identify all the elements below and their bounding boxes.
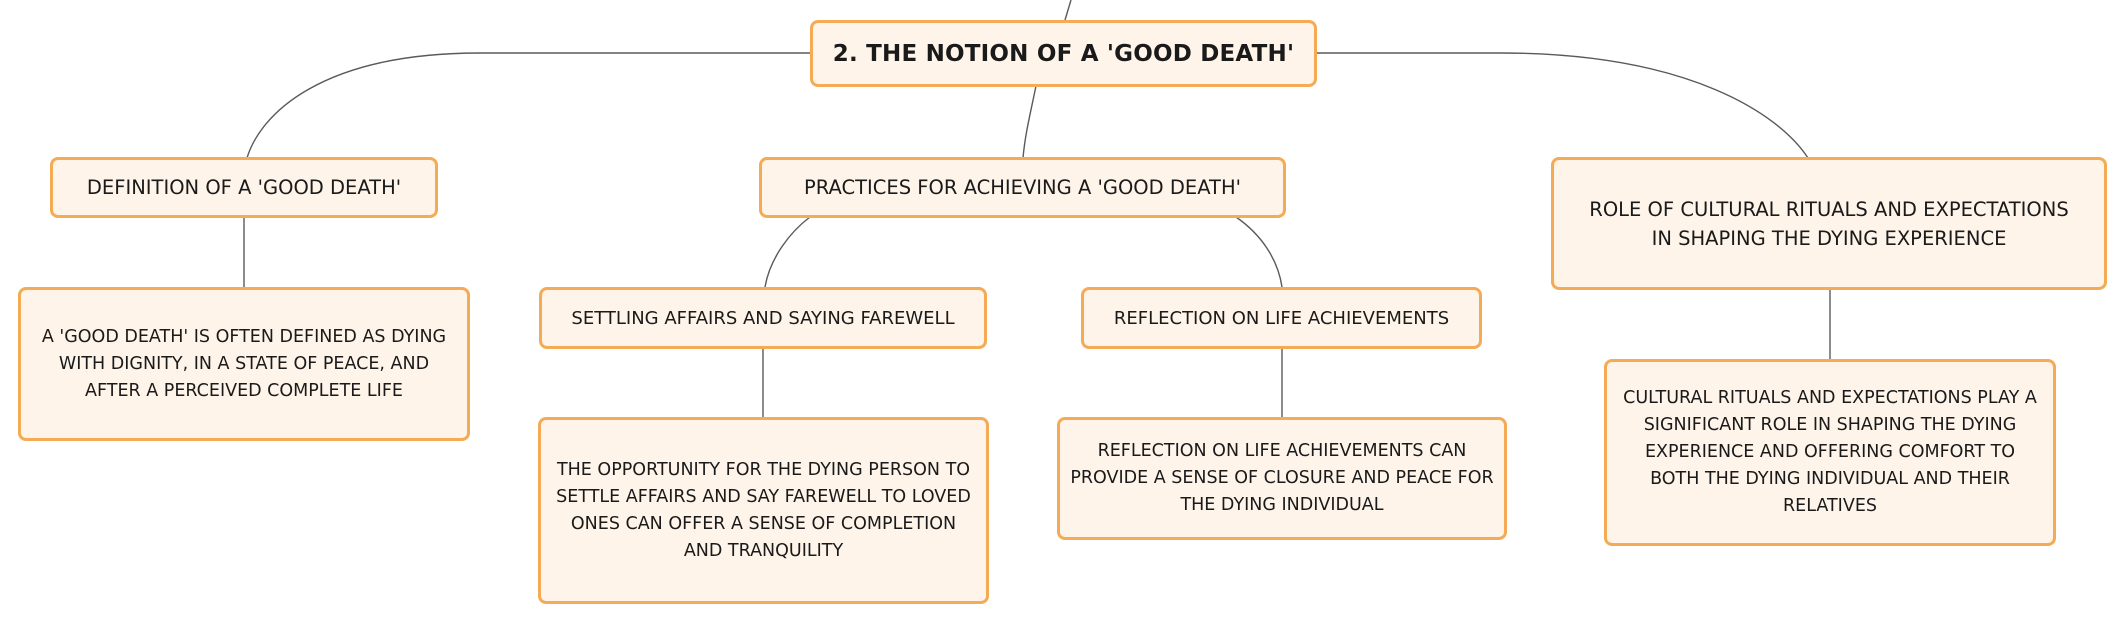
definition-text-node[interactable]: A 'GOOD DEATH' IS OFTEN DEFINED AS DYING… [18,287,470,441]
cultural-role-text: CULTURAL RITUALS AND EXPECTATIONS PLAY A… [1623,388,2037,516]
connector-parent-to-root [1064,0,1072,21]
settling-affairs-label: SETTLING AFFAIRS AND SAYING FAREWELL [571,307,955,329]
root-topic-label: 2. THE NOTION OF A 'GOOD DEATH' [832,40,1295,67]
reflection-achievements-node[interactable]: REFLECTION ON LIFE ACHIEVEMENTS [1081,287,1482,349]
root-topic-node[interactable]: 2. THE NOTION OF A 'GOOD DEATH' [810,20,1317,87]
settling-affairs-node[interactable]: SETTLING AFFAIRS AND SAYING FAREWELL [539,287,987,349]
connector-root-to-cultural-role [1317,52,1809,159]
connector-root-to-definition [246,52,810,159]
reflection-achievements-detail-node[interactable]: REFLECTION ON LIFE ACHIEVEMENTS CAN PROV… [1057,417,1507,540]
practices-topic-label: PRACTICES FOR ACHIEVING A 'GOOD DEATH' [804,176,1241,199]
cultural-role-topic-node[interactable]: ROLE OF CULTURAL RITUALS AND EXPECTATION… [1551,157,2107,290]
reflection-achievements-detail-text: REFLECTION ON LIFE ACHIEVEMENTS CAN PROV… [1070,441,1494,515]
settling-affairs-detail-node[interactable]: THE OPPORTUNITY FOR THE DYING PERSON TO … [538,417,989,604]
definition-topic-node[interactable]: DEFINITION OF A 'GOOD DEATH' [50,157,438,218]
practices-topic-node[interactable]: PRACTICES FOR ACHIEVING A 'GOOD DEATH' [759,157,1286,218]
definition-text: A 'GOOD DEATH' IS OFTEN DEFINED AS DYING… [41,326,447,401]
connector-root-to-practices [1022,85,1037,159]
settling-affairs-detail-text: THE OPPORTUNITY FOR THE DYING PERSON TO … [556,459,971,561]
connector-practices-to-settling [764,216,811,288]
reflection-achievements-label: REFLECTION ON LIFE ACHIEVEMENTS [1113,307,1450,329]
cultural-role-topic-label: ROLE OF CULTURAL RITUALS AND EXPECTATION… [1589,197,2069,250]
cultural-role-text-node[interactable]: CULTURAL RITUALS AND EXPECTATIONS PLAY A… [1604,359,2056,546]
connector-practices-to-reflection [1235,216,1283,288]
definition-topic-label: DEFINITION OF A 'GOOD DEATH' [86,176,402,199]
